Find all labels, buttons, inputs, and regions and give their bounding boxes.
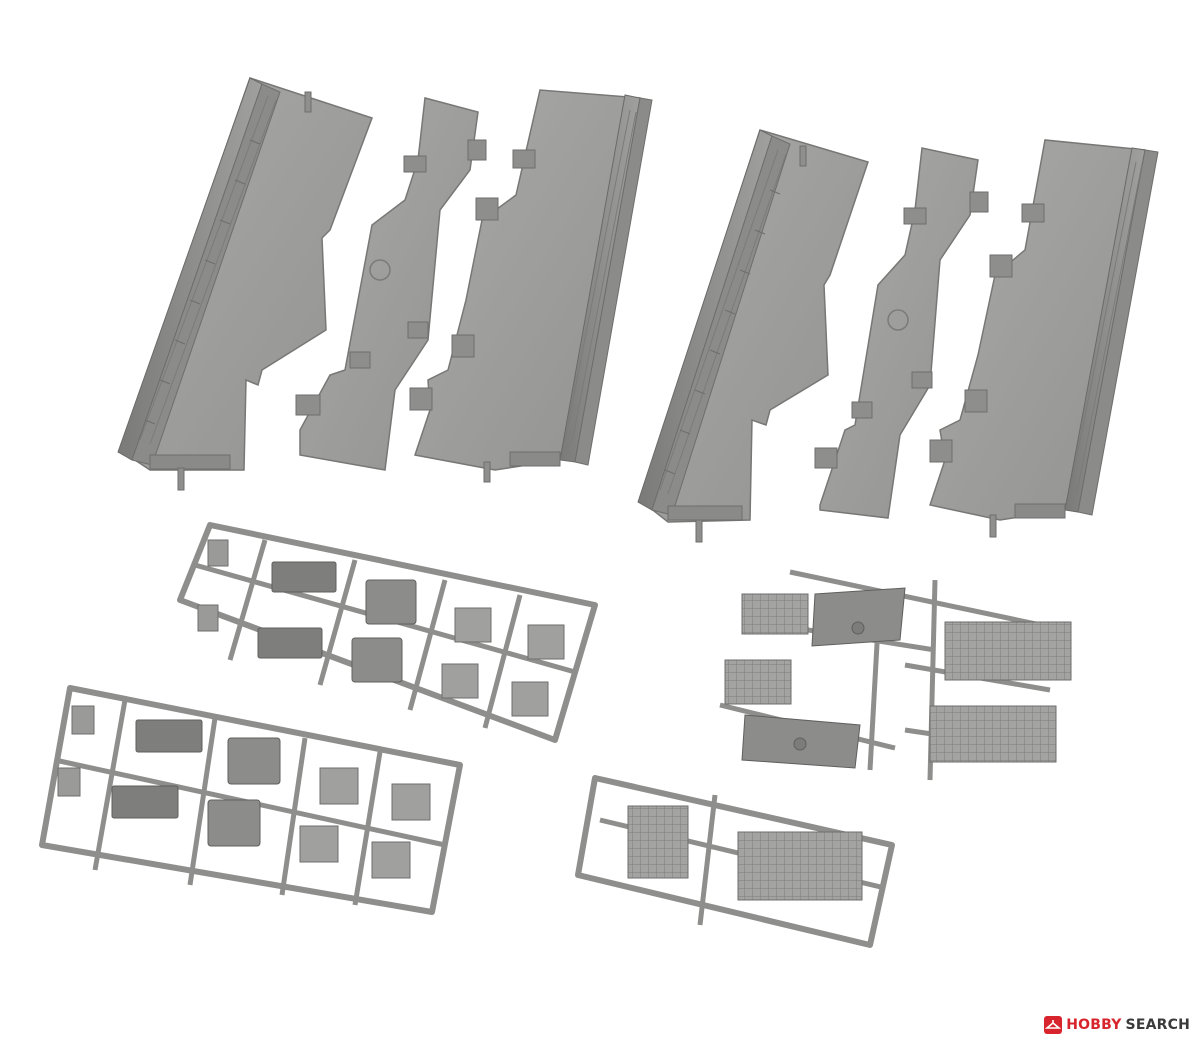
- parts-sprue-c: [719, 569, 1072, 781]
- floor-plate-right-b: [814, 147, 989, 519]
- hobby-search-hanger-logo-icon: [1044, 1016, 1063, 1034]
- watermark-word: SEARCH: [1125, 1017, 1190, 1033]
- floor-plate-right-c: [929, 139, 1159, 538]
- floor-plate-left-b: [295, 97, 487, 471]
- parts-sprue-a: [177, 522, 598, 743]
- hobby-search-watermark: HOBBY SEARCH: [1044, 1014, 1190, 1036]
- parts-sprue-d: [575, 775, 895, 948]
- floor-set-left: [117, 77, 653, 491]
- floor-plate-left-c: [409, 89, 653, 483]
- watermark-brand: HOBBY: [1066, 1017, 1122, 1033]
- floor-plate-left-a: [117, 77, 373, 491]
- floor-plate-right-a: [637, 129, 869, 543]
- floor-set-right: [637, 129, 1159, 543]
- parts-sprue-b: [39, 685, 463, 915]
